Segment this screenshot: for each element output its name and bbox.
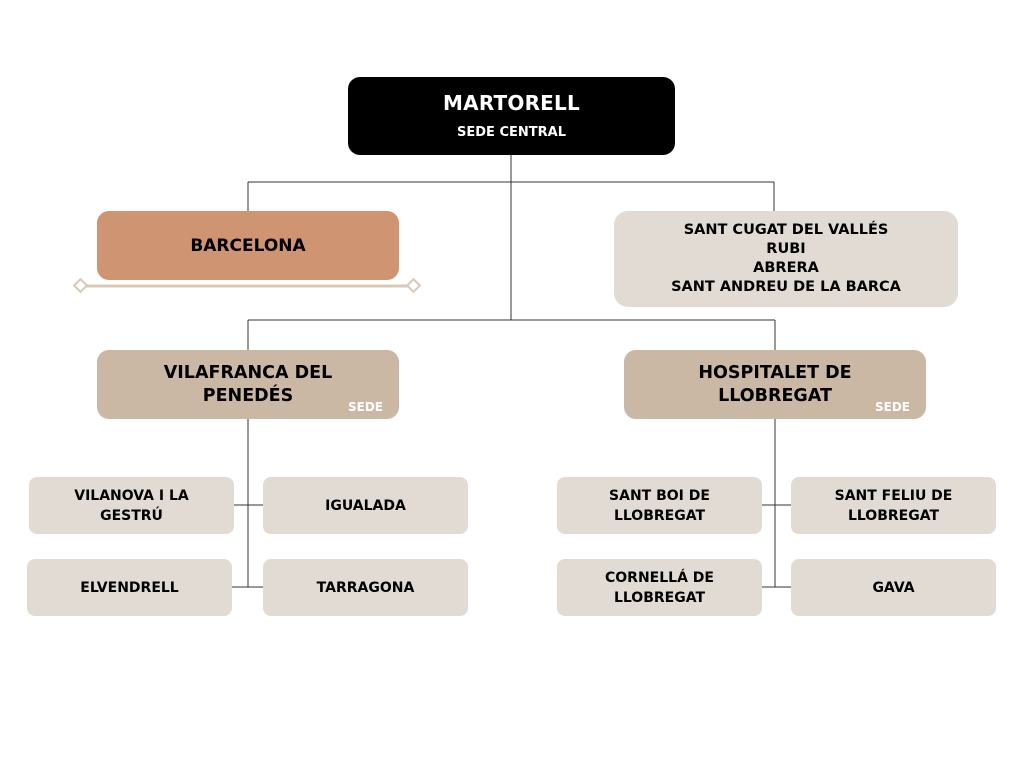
node-martorell: MARTORELL SEDE CENTRAL [348, 77, 675, 155]
sede-badge: SEDE [875, 400, 910, 414]
node-line: ELVENDRELL [80, 579, 179, 596]
node-tarragona: TARRAGONA [263, 559, 468, 616]
node-barcelona: BARCELONA [97, 211, 399, 280]
node-line: LLOBREGAT [718, 385, 832, 406]
node-line: VILANOVA I LA [74, 487, 189, 504]
node-line: LLOBREGAT [847, 507, 940, 524]
node-line: CORNELLÁ DE [605, 569, 714, 586]
node-line: GESTRÚ [100, 507, 163, 524]
node-sant-cugat-group: SANT CUGAT DEL VALLÉS RUBI ABRERA SANT A… [614, 211, 958, 307]
node-vilanova: VILANOVA I LA GESTRÚ [29, 477, 234, 534]
node-line: SANT CUGAT DEL VALLÉS [683, 222, 889, 238]
node-sant-feliu: SANT FELIU DE LLOBREGAT [791, 477, 996, 534]
node-gava: GAVA [791, 559, 996, 616]
sede-badge: SEDE [348, 400, 383, 414]
node-elvendrell: ELVENDRELL [27, 559, 232, 616]
decorative-divider [72, 277, 422, 294]
node-title: MARTORELL [443, 91, 580, 115]
node-sant-boi: SANT BOI DE LLOBREGAT [557, 477, 762, 534]
node-line: SANT FELIU DE [834, 487, 953, 504]
node-line: IGUALADA [325, 497, 406, 514]
node-line: GAVA [872, 579, 915, 596]
node-line: RUBI [766, 241, 806, 257]
node-line: SANT ANDREU DE LA BARCA [671, 279, 901, 295]
node-line: LLOBREGAT [613, 507, 706, 524]
node-line: VILAFRANCA DEL [163, 362, 333, 383]
node-line: TARRAGONA [316, 579, 415, 596]
node-label: BARCELONA [190, 235, 306, 256]
node-cornella: CORNELLÁ DE LLOBREGAT [557, 559, 762, 616]
node-hospitalet: HOSPITALET DE LLOBREGAT SEDE [624, 350, 926, 419]
node-line: HOSPITALET DE [698, 362, 852, 383]
node-vilafranca: VILAFRANCA DEL PENEDÉS SEDE [97, 350, 399, 419]
node-subtitle: SEDE CENTRAL [457, 125, 566, 140]
node-line: PENEDÉS [202, 385, 294, 406]
node-line: LLOBREGAT [613, 589, 706, 606]
node-line: SANT BOI DE [609, 487, 710, 504]
node-line: ABRERA [753, 260, 819, 276]
node-igualada: IGUALADA [263, 477, 468, 534]
